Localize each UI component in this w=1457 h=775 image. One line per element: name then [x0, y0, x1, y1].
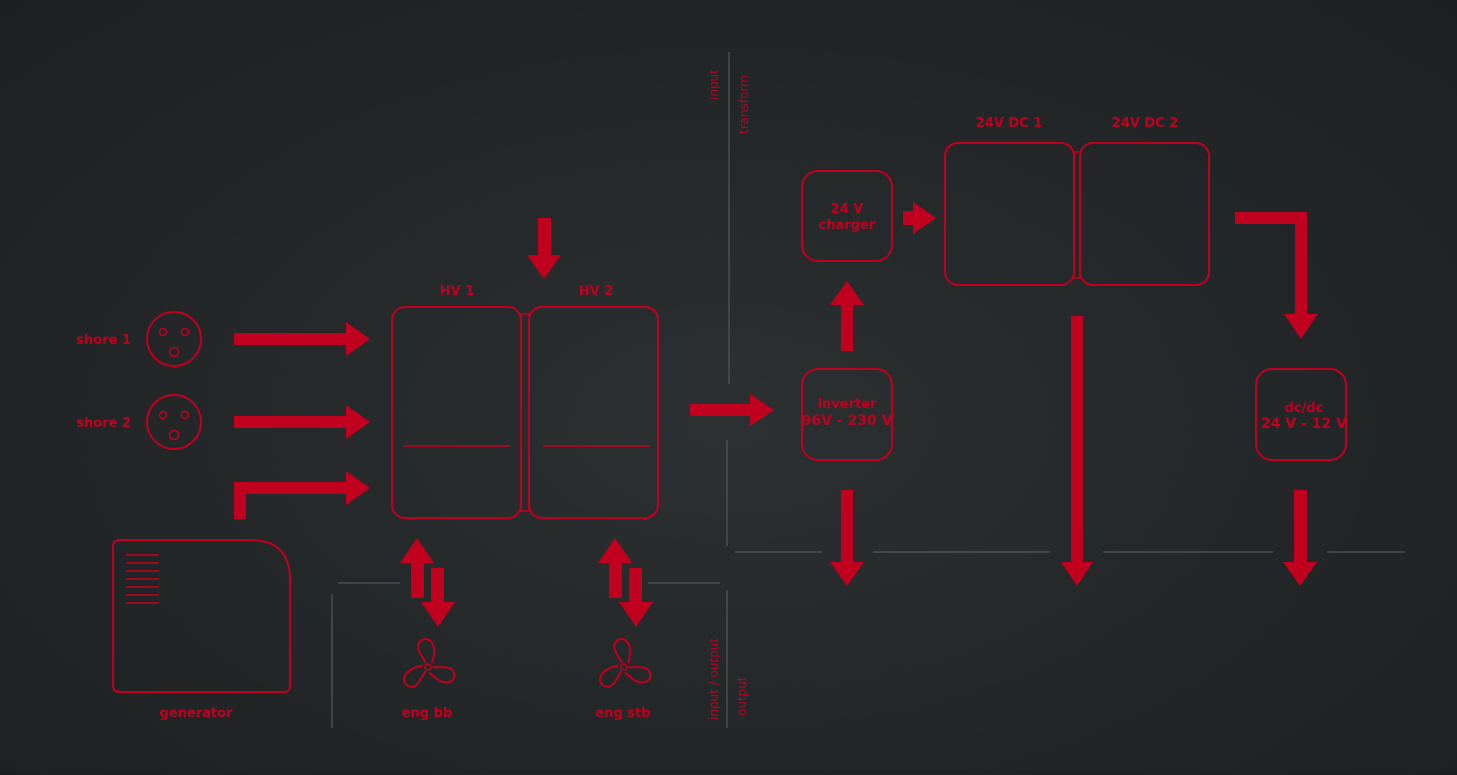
- generator-label: generator: [160, 706, 234, 721]
- arrow-engbb-up: [400, 538, 434, 598]
- engine-fan-icon: [403, 638, 456, 688]
- zone-label-input-output: input / output: [707, 638, 721, 720]
- zone-label-transform: transform: [737, 75, 751, 134]
- hv-coupler: [520, 313, 530, 512]
- shore-socket-icon: [146, 394, 202, 450]
- eng-bb-label: eng bb: [402, 706, 453, 721]
- arrow-shore1-to-hv: [234, 322, 370, 356]
- inverter-box: [801, 368, 893, 461]
- dc-1-label: 24V DC 1: [976, 116, 1043, 131]
- arrow-dcdc-output: [1283, 490, 1317, 586]
- inverter-voltage-label: 96V - 230 V: [802, 413, 893, 429]
- hv-2-panel: [528, 306, 659, 519]
- zone-label-input: input: [707, 69, 721, 100]
- generator-icon: [112, 539, 291, 693]
- engine-fan-icon: [599, 638, 652, 688]
- hv-1-panel: [391, 306, 522, 519]
- dcdc-voltage-label: 24 V - 12 V: [1261, 416, 1347, 432]
- hv-1-label: HV 1: [440, 284, 475, 299]
- dcdc-box: [1255, 368, 1347, 461]
- arrow-shore2-to-hv: [234, 405, 370, 439]
- arrow-dc-output: [1061, 316, 1093, 586]
- arrow-hv-to-inverter: [690, 394, 774, 426]
- zone-label-output: output: [735, 676, 749, 716]
- arrow-charger-to-dc: [903, 202, 936, 234]
- arrow-inverter-to-charger: [830, 281, 864, 351]
- arrow-generator-to-hv: [234, 471, 370, 519]
- arrow-engbb-down: [421, 568, 455, 627]
- charger-voltage-label: 24 V: [831, 202, 864, 217]
- charger-box: [801, 170, 893, 262]
- inverter-label: inverter: [818, 397, 877, 412]
- arrow-engstb-up: [598, 538, 632, 598]
- arrow-into-hv-top: [527, 218, 561, 279]
- arrow-engstb-down: [619, 568, 653, 627]
- dc-1-panel: [944, 142, 1075, 286]
- zone-dividers: [331, 52, 1405, 728]
- dc-2-panel: [1079, 142, 1210, 286]
- hv-2-label: HV 2: [579, 284, 614, 299]
- eng-stb-label: eng stb: [595, 706, 650, 721]
- charger-label: charger: [819, 218, 876, 233]
- shore-socket-icon: [146, 311, 202, 367]
- shore-1-label: shore 1: [76, 333, 131, 348]
- arrow-inverter-output: [830, 490, 864, 586]
- dcdc-label: dc/dc: [1285, 401, 1324, 416]
- arrow-dc-to-dcdc: [1235, 212, 1318, 339]
- shore-2-label: shore 2: [76, 416, 131, 431]
- dc-2-label: 24V DC 2: [1112, 116, 1179, 131]
